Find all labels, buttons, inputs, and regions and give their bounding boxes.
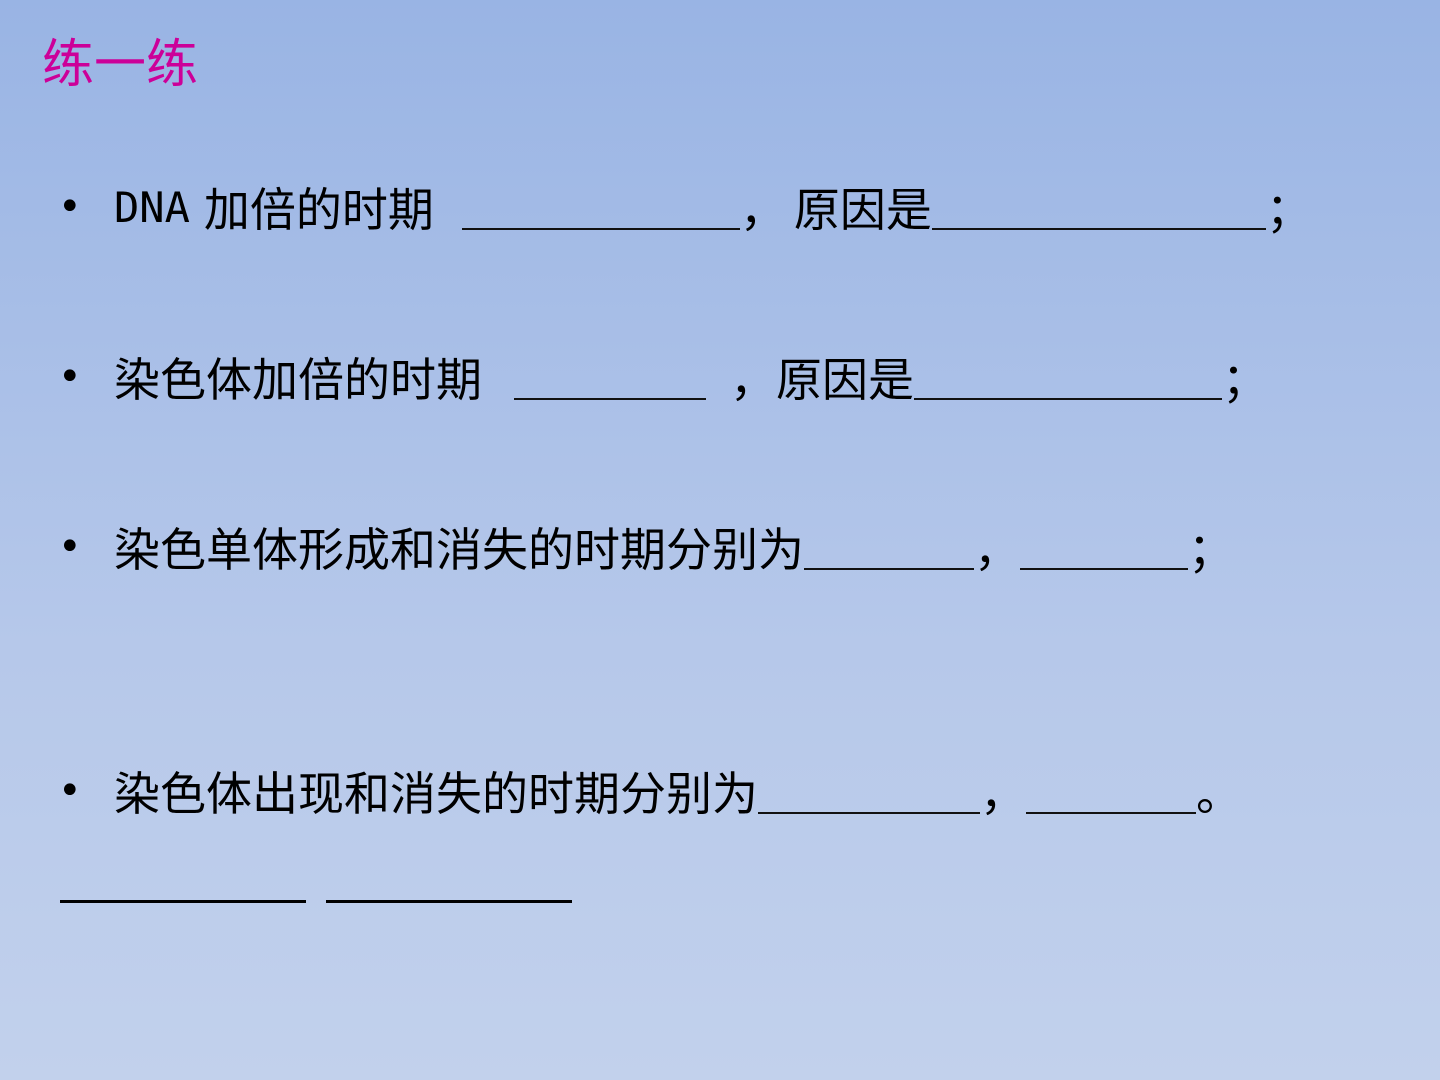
answer-blank-formation[interactable] <box>804 524 974 570</box>
answer-line-left[interactable] <box>60 900 306 903</box>
question-item-chromosome-appearance: • 染色体出现和消失的时期分别为 ， 。 <box>58 756 1420 826</box>
question-item-chromatid: • 染色单体形成和消失的时期分别为 ， ； <box>58 512 1420 582</box>
separator: ， <box>739 183 786 237</box>
bullet-icon: • <box>58 768 82 814</box>
bullet-icon: • <box>58 524 82 570</box>
bullet-icon: • <box>58 184 82 230</box>
question-text: 染色体加倍的时期 <box>114 353 482 407</box>
separator: ， <box>980 767 1026 821</box>
answer-blank-disappearance[interactable] <box>1026 768 1196 814</box>
terminator: ； <box>1222 353 1268 407</box>
answer-line-right[interactable] <box>326 900 572 903</box>
terminator: 。 <box>1196 767 1242 821</box>
answer-blank-appearance[interactable] <box>758 768 980 814</box>
answer-blank-reason[interactable] <box>914 354 1222 400</box>
question-text: 加倍的时期 <box>203 183 434 237</box>
question-item-dna: • DNA 加倍的时期 ， 原因是 ； <box>58 172 1420 242</box>
terminator: ； <box>1265 183 1312 237</box>
question-text: 染色单体形成和消失的时期分别为 <box>114 523 804 577</box>
separator: ， <box>730 353 776 407</box>
answer-blank-period[interactable] <box>461 184 740 230</box>
separator: ， <box>974 523 1020 577</box>
question-text: 染色体出现和消失的时期分别为 <box>114 767 758 821</box>
question-item-chromosome-doubling: • 染色体加倍的时期 ， 原因是 ； <box>58 342 1420 412</box>
answer-blank-reason[interactable] <box>931 184 1266 230</box>
reason-label: 原因是 <box>793 183 932 237</box>
terminator: ； <box>1188 523 1234 577</box>
reason-label: 原因是 <box>776 353 914 407</box>
answer-blank-period[interactable] <box>514 354 706 400</box>
slide-title: 练一练 <box>42 35 199 95</box>
question-prefix: DNA <box>114 182 190 232</box>
bullet-icon: • <box>58 354 82 400</box>
answer-blank-disappearance[interactable] <box>1020 524 1188 570</box>
